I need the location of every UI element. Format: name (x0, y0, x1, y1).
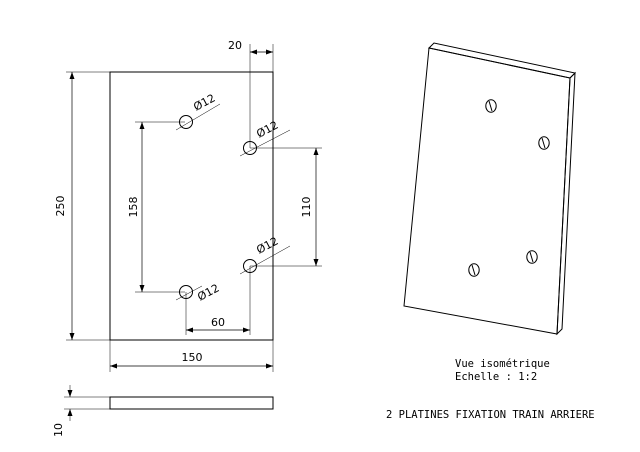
hole-top-left (179, 115, 193, 129)
plate-edge-outline (109, 396, 274, 410)
hole-callout-bottom-left: Ø12 (195, 282, 221, 304)
arrowheads (69, 49, 319, 369)
iso-top-face (427, 42, 577, 79)
dim-text-250: 250 (54, 196, 67, 217)
dim-text-60: 60 (211, 316, 225, 329)
iso-caption-scale: Echelle : 1:2 (455, 371, 537, 383)
dim-text-150: 150 (182, 351, 203, 364)
hole-bottom-right (243, 259, 257, 273)
iso-side-face (556, 71, 576, 336)
side-view (64, 385, 274, 421)
dimension-lines (71, 51, 317, 367)
front-view (66, 44, 322, 372)
iso-front-face (403, 47, 571, 335)
hole-top-right (243, 141, 257, 155)
dim-text-10: 10 (52, 423, 65, 437)
extension-lines (66, 44, 322, 372)
hole-callout-top-right: Ø12 (254, 119, 280, 141)
hole-bottom-left (179, 285, 193, 299)
dim-text-110: 110 (300, 197, 313, 218)
plate-outline (109, 71, 274, 341)
isometric-view (403, 42, 577, 336)
iso-holes (468, 99, 550, 277)
holes (179, 115, 257, 299)
dim-text-158: 158 (127, 197, 140, 218)
hole-callout-top-left: Ø12 (191, 92, 217, 114)
drawing-title: 2 PLATINES FIXATION TRAIN ARRIERE (386, 409, 595, 421)
dim-text-20: 20 (228, 39, 242, 52)
leader-lines (175, 103, 291, 301)
iso-caption-view: Vue isométrique (455, 358, 550, 370)
